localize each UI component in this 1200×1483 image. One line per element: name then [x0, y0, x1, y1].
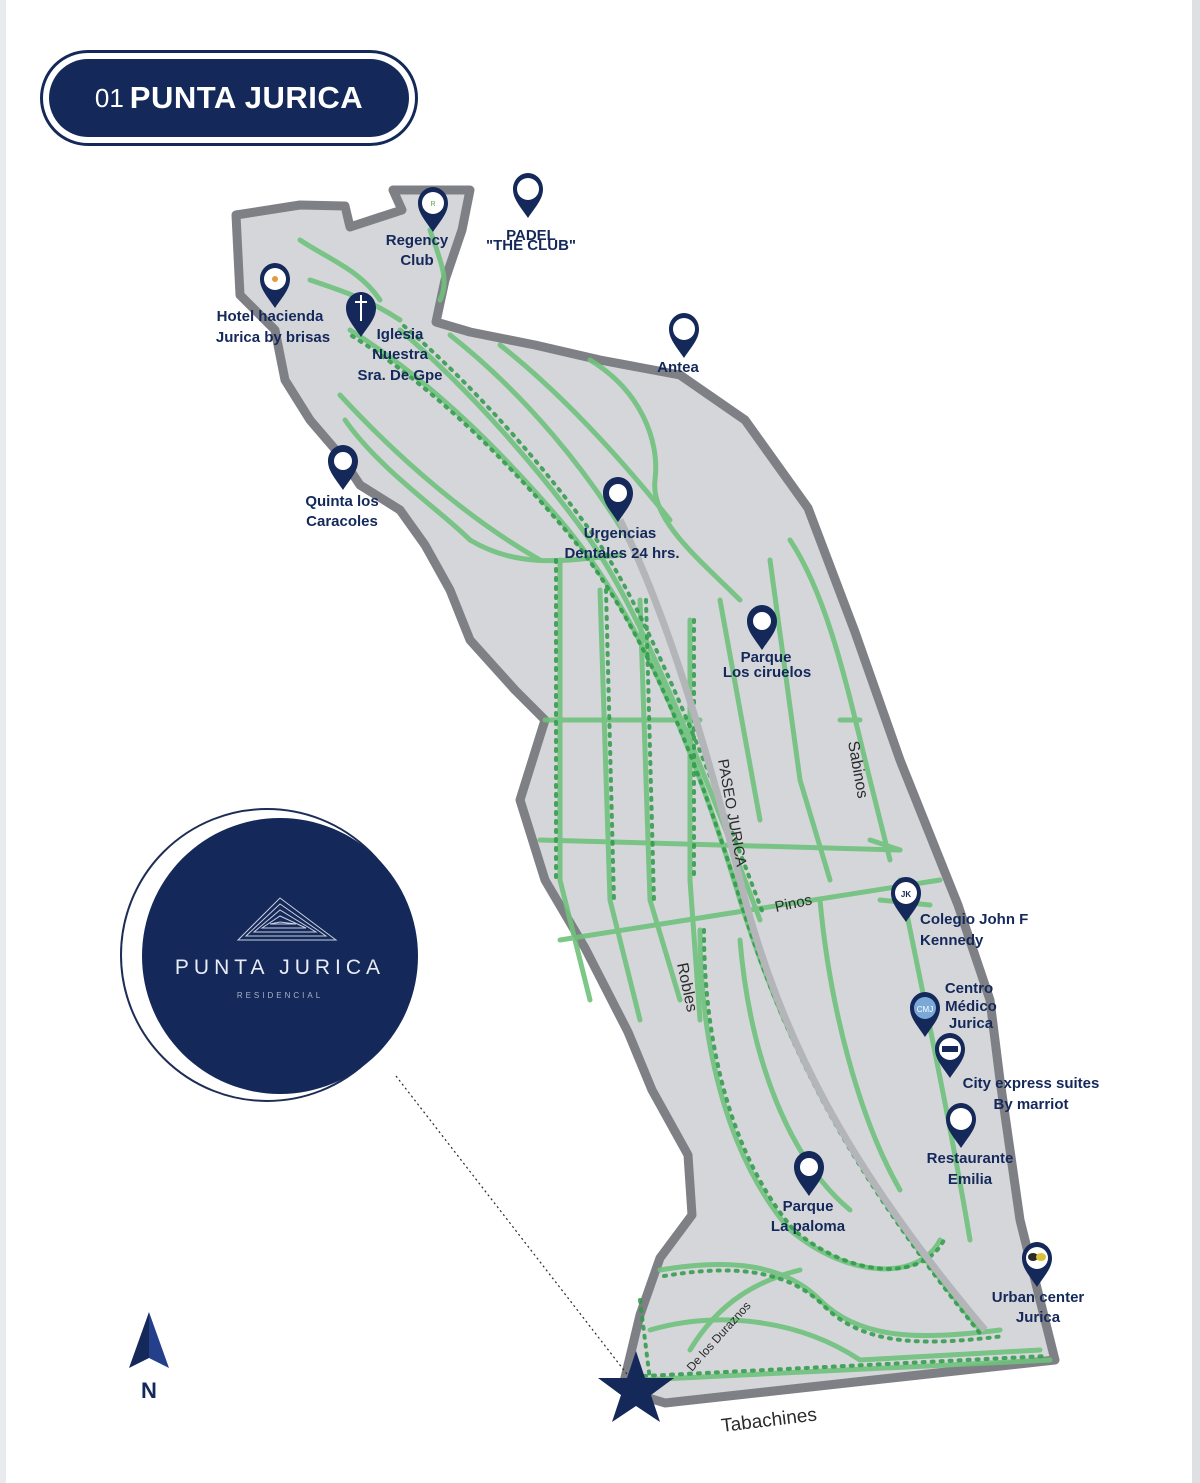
- title-number: 01: [94, 82, 124, 113]
- restaurante-label-2: Emilia: [948, 1171, 993, 1188]
- urban-center-pin[interactable]: [1022, 1242, 1052, 1287]
- hotel-label-2: Jurica by brisas: [216, 329, 330, 346]
- antea-pin[interactable]: [669, 313, 699, 358]
- hotel-label-1: Hotel hacienda: [217, 308, 324, 325]
- church-cross-pin[interactable]: [346, 292, 376, 337]
- title-badge: 01 PUNTA JURICA: [40, 50, 418, 146]
- padel-label-2: "THE CLUB": [486, 237, 576, 254]
- regency-club-pin[interactable]: R: [418, 187, 448, 232]
- logo-subtitle: RESIDENCIAL: [236, 991, 324, 1000]
- pyramid-logo-icon: [236, 897, 338, 941]
- punta-jurica-logo: PUNTA JURICA RESIDENCIAL: [142, 818, 418, 1094]
- iglesia-label-1: Iglesia: [377, 326, 424, 343]
- colegio-label-1: Colegio John F: [920, 911, 1028, 928]
- north-arrow: N: [125, 1308, 173, 1404]
- urban-center-label-2: Jurica: [1016, 1309, 1061, 1326]
- street-label-tabachines: Tabachines: [720, 1404, 818, 1437]
- padel-club-pin[interactable]: [513, 173, 543, 218]
- centro-medico-pin[interactable]: CMJ: [910, 992, 940, 1037]
- regency-club-label-1: Regency: [386, 232, 449, 249]
- iglesia-label-3: Sra. De Gpe: [357, 367, 442, 384]
- restaurante-label-1: Restaurante: [927, 1150, 1014, 1167]
- quinta-label-1: Quinta los: [305, 493, 378, 510]
- location-star: [598, 1351, 674, 1422]
- urgencias-label-1: Urgencias: [584, 525, 657, 542]
- centro-label-3: Jurica: [949, 1015, 994, 1032]
- svg-text:CMJ: CMJ: [917, 1005, 933, 1014]
- iglesia-label-2: Nuestra: [372, 346, 429, 363]
- urgencias-label-2: Dentales 24 hrs.: [564, 545, 679, 562]
- centro-label-1: Centro: [945, 980, 993, 997]
- city-express-label-1: City express suites: [963, 1075, 1100, 1092]
- page-edge-right: [1192, 0, 1200, 1483]
- ciruelos-label-1: Parque: [741, 649, 792, 666]
- city-express-label-2: By marriot: [993, 1096, 1068, 1113]
- centro-label-2: Médico: [945, 998, 997, 1015]
- antea-label: Antea: [657, 359, 699, 376]
- logo-name: PUNTA JURICA: [174, 956, 386, 979]
- north-arrow-icon: N: [129, 1312, 169, 1403]
- paloma-label-2: La paloma: [771, 1218, 846, 1235]
- svg-text:JK: JK: [901, 890, 911, 899]
- logo-connector-line: [395, 1075, 631, 1379]
- colegio-kennedy-pin[interactable]: JK: [891, 877, 921, 922]
- hotel-hacienda-pin[interactable]: [260, 263, 290, 308]
- regency-club-label-2: Club: [400, 252, 433, 269]
- north-letter: N: [141, 1378, 157, 1403]
- padel-label-1: PADEL: [506, 227, 556, 244]
- city-express-pin[interactable]: [935, 1033, 965, 1078]
- urban-center-label-1: Urban center: [992, 1289, 1085, 1306]
- page-edge-left: [0, 0, 6, 1483]
- title-badge-inner: 01 PUNTA JURICA: [49, 59, 409, 137]
- paloma-label-1: Parque: [783, 1198, 834, 1215]
- quinta-label-2: Caracoles: [306, 513, 378, 530]
- colegio-label-2: Kennedy: [920, 932, 984, 949]
- paseo-jurica-road: [616, 518, 988, 1333]
- svg-text:R: R: [430, 201, 435, 208]
- ciruelos-label-2: Los ciruelos: [723, 664, 811, 681]
- title-name: PUNTA JURICA: [129, 80, 364, 115]
